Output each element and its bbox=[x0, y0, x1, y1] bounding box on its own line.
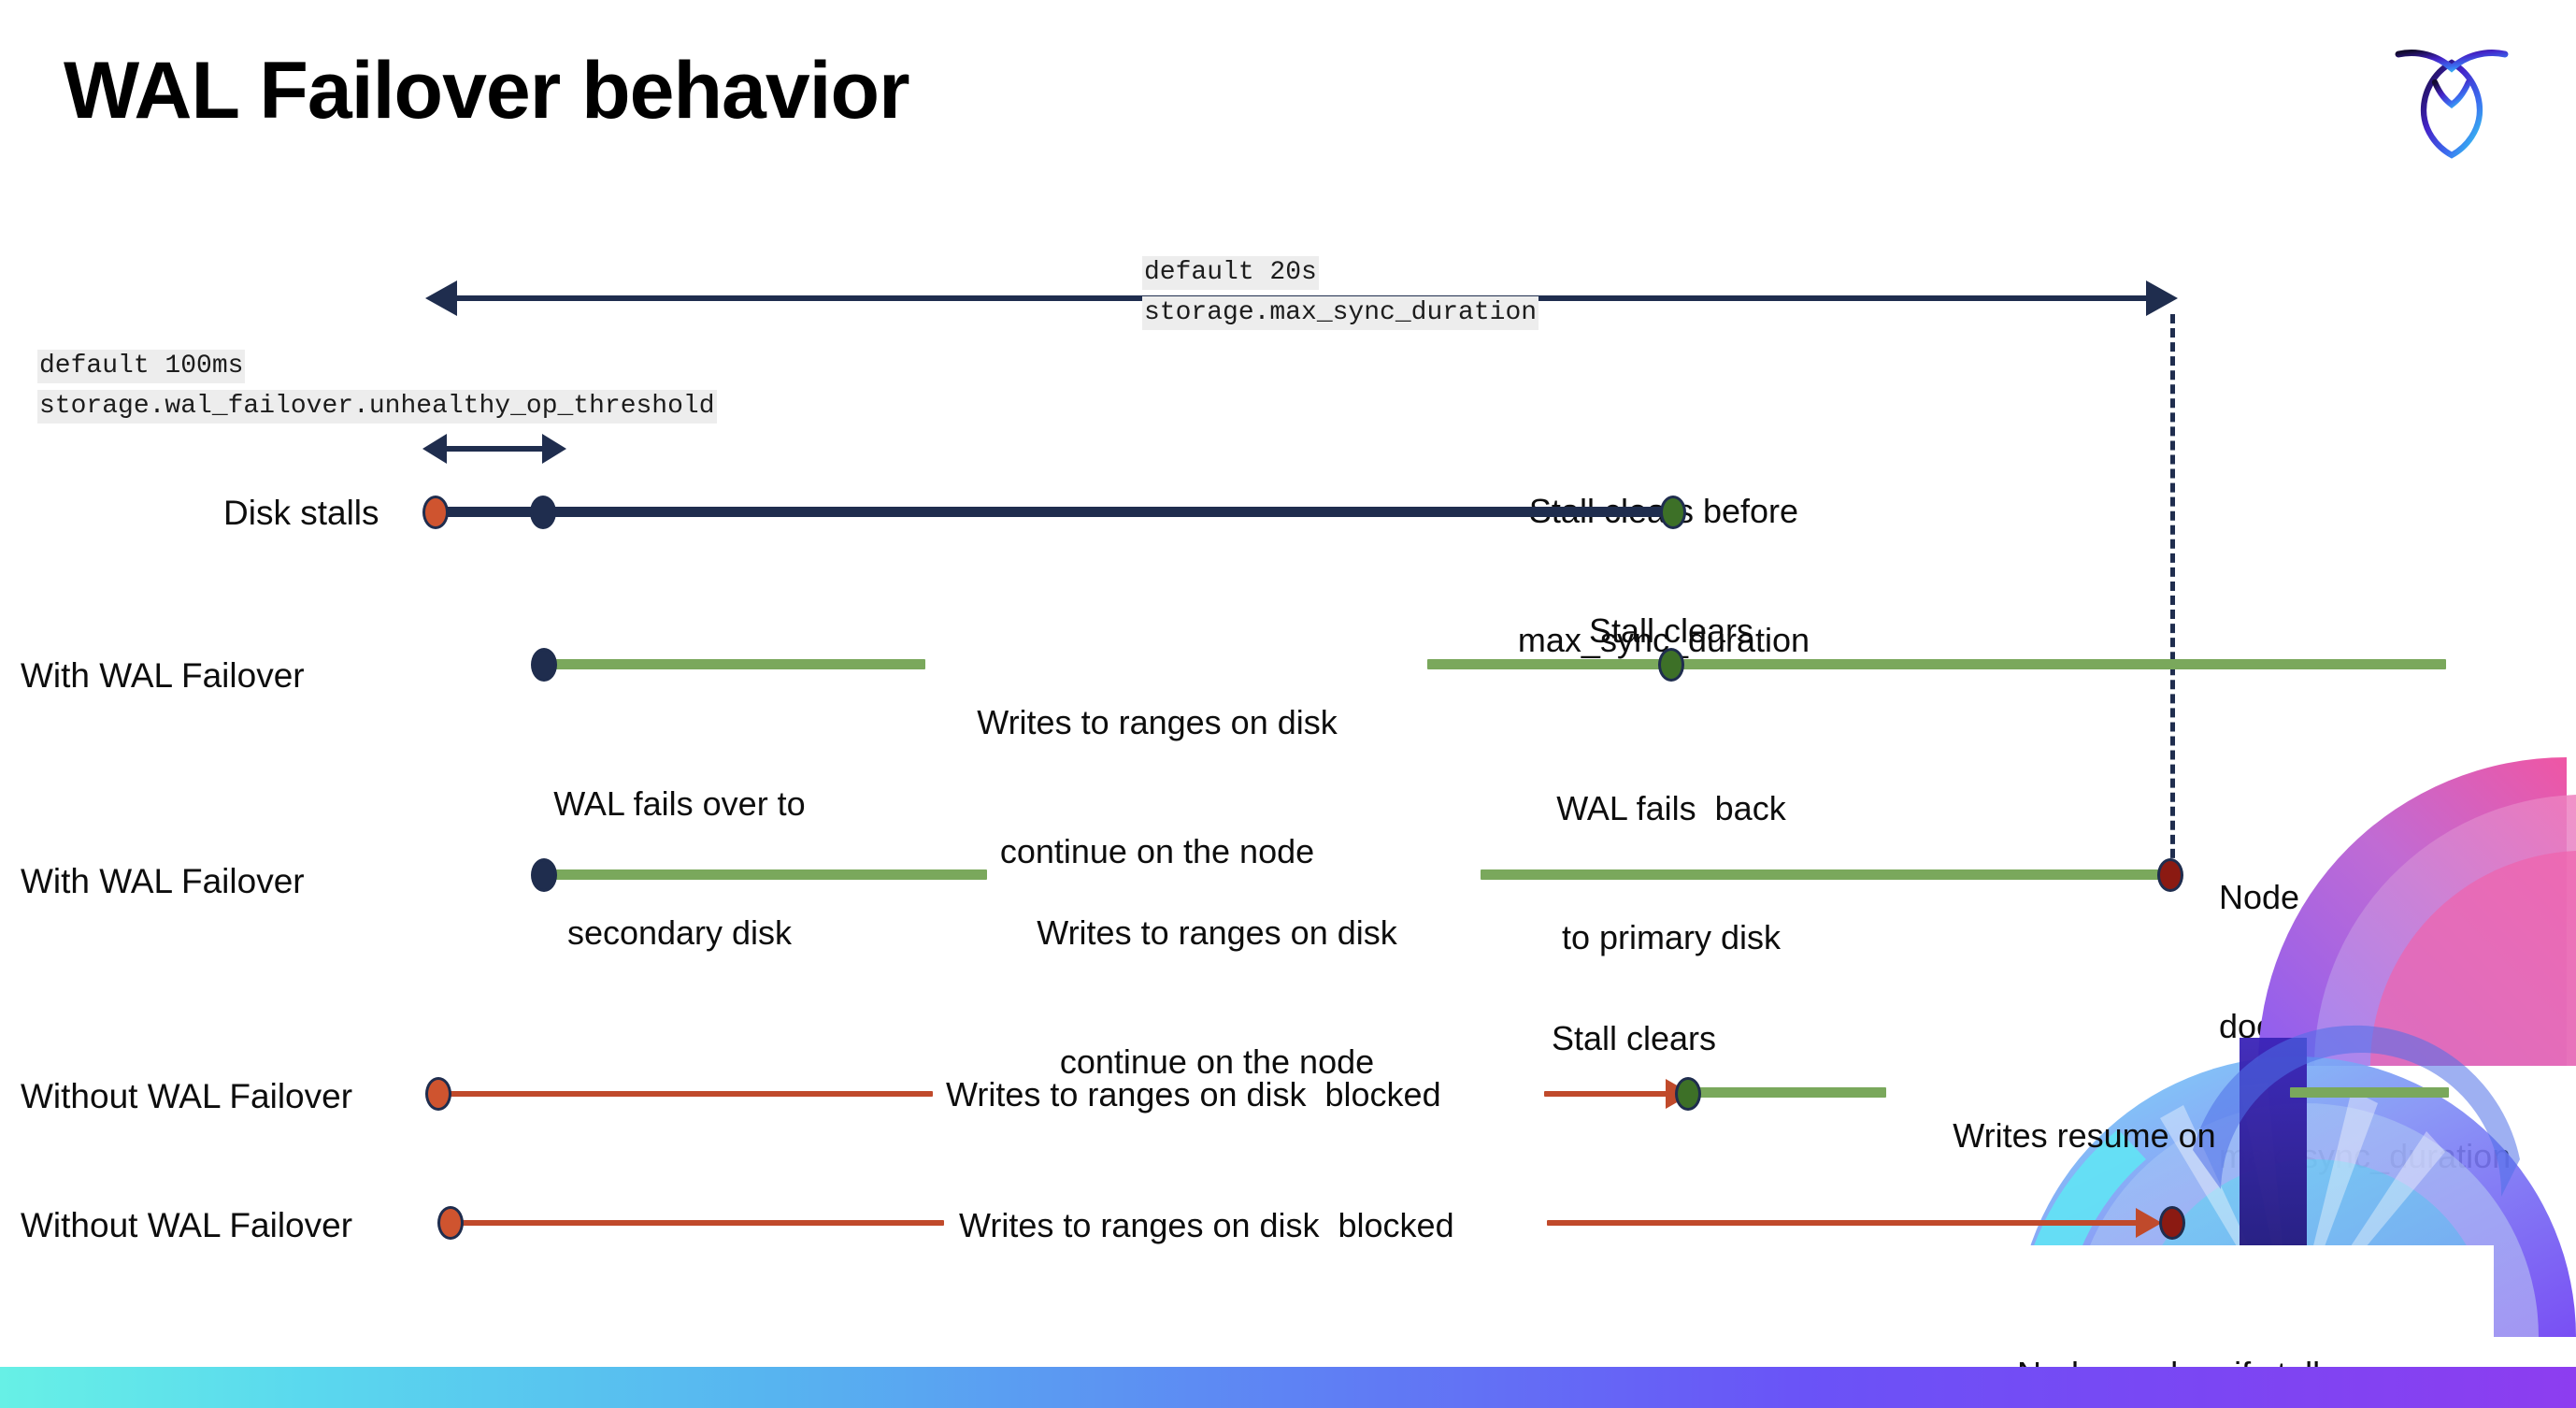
note-writes-continue-2: Writes to ranges on disk continue on the… bbox=[1002, 826, 1432, 1171]
unhealthy-op-default-chip: default 100ms bbox=[37, 350, 246, 384]
note-wal-fails-over-line1: WAL fails over to bbox=[553, 784, 806, 824]
note-writes-continue-1-line1: Writes to ranges on disk bbox=[977, 703, 1338, 742]
disk-stalls-timeline bbox=[439, 507, 1673, 517]
without-wal-2-start-dot bbox=[437, 1206, 464, 1240]
max-sync-arrow-right-head bbox=[2146, 280, 2178, 316]
without-wal-1-resume-segment-a bbox=[1694, 1087, 1886, 1098]
without-wal-1-start-dot bbox=[425, 1077, 451, 1111]
with-wal-1-segment-b bbox=[1427, 659, 2446, 669]
note-node-crashes-2: Node crashes if stall does not clear in … bbox=[2219, 790, 2576, 1264]
note-writes-blocked-2: Writes to ranges on disk blocked bbox=[959, 1206, 1454, 1244]
note-wal-fails-back-line1: WAL fails back bbox=[1556, 789, 1786, 828]
with-wal-2-segment-a bbox=[548, 869, 987, 880]
note-writes-resume-line1: Writes resume on bbox=[1953, 1116, 2216, 1156]
note-writes-continue-1-line2: continue on the node bbox=[999, 832, 1315, 871]
row-label-with-wal-failover-1: With WAL Failover bbox=[21, 656, 305, 695]
note-wal-fails-back-line2: to primary disk bbox=[1561, 918, 1782, 957]
note-stall-clears-2: Stall clears bbox=[1551, 1019, 1717, 1057]
note-writes-blocked-1: Writes to ranges on disk blocked bbox=[946, 1075, 1441, 1113]
note-wal-fails-back: WAL fails back to primary disk bbox=[1498, 701, 1844, 1046]
unhealthy-op-arrow-right-head bbox=[542, 434, 566, 464]
with-wal-1-segment-a bbox=[548, 659, 925, 669]
note-node-crashes-2-line2: does not clear in bbox=[2219, 1007, 2467, 1046]
note-stall-clears-1: Stall clears bbox=[1588, 611, 1754, 650]
page-title: WAL Failover behavior bbox=[64, 46, 910, 136]
with-wal-2-failover-dot bbox=[531, 858, 557, 892]
disk-stalls-clear-dot bbox=[1660, 496, 1686, 529]
unhealthy-op-arrow-line bbox=[445, 446, 557, 452]
note-stall-clears-before: Stall clears before max_sync_duration bbox=[1467, 404, 1860, 749]
without-wal-1-clear-dot bbox=[1675, 1077, 1701, 1111]
without-wal-2-blocked-segment-b bbox=[1547, 1220, 2154, 1226]
disk-stalls-start-dot bbox=[422, 496, 449, 529]
without-wal-2-arrowhead bbox=[2136, 1208, 2162, 1238]
with-wal-2-segment-b bbox=[1481, 869, 2172, 880]
with-wal-2-crash-dot bbox=[2157, 858, 2183, 892]
without-wal-2-crash-dot bbox=[2159, 1206, 2185, 1240]
row-label-with-wal-failover-2: With WAL Failover bbox=[21, 862, 305, 900]
without-wal-1-blocked-segment-a bbox=[447, 1091, 933, 1097]
cockroachdb-logo-icon bbox=[2382, 26, 2522, 166]
note-writes-continue-2-line2: continue on the node bbox=[1059, 1042, 1375, 1082]
unhealthy-op-setting-chip: storage.wal_failover.unhealthy_op_thresh… bbox=[37, 390, 717, 424]
unhealthy-op-arrow-left-head bbox=[422, 434, 447, 464]
note-wal-fails-over-line2: secondary disk bbox=[566, 913, 793, 953]
note-writes-continue-1: Writes to ranges on disk continue on the… bbox=[942, 615, 1372, 960]
note-wal-fails-over: WAL fails over to secondary disk bbox=[479, 697, 880, 1042]
note-writes-continue-2-line1: Writes to ranges on disk bbox=[1037, 913, 1397, 953]
max-sync-dashed-guideline bbox=[2170, 314, 2175, 886]
note-node-crashes-2-line3: max_sync_duration bbox=[2219, 1136, 2512, 1175]
row-label-without-wal-failover-2: Without WAL Failover bbox=[21, 1206, 353, 1244]
without-wal-1-blocked-segment-b bbox=[1544, 1091, 1684, 1097]
max-sync-arrow-left-head bbox=[425, 280, 457, 316]
with-wal-1-stall-clear-dot bbox=[1658, 648, 1684, 682]
row-label-disk-stalls: Disk stalls bbox=[223, 494, 379, 532]
max-sync-default-chip: default 20s bbox=[1142, 256, 1319, 291]
bottom-gradient-bar bbox=[0, 1367, 2576, 1408]
without-wal-1-resume-segment-b bbox=[2290, 1087, 2449, 1098]
without-wal-2-blocked-segment-a bbox=[458, 1220, 944, 1226]
row-label-without-wal-failover-1: Without WAL Failover bbox=[21, 1077, 353, 1115]
max-sync-setting-chip: storage.max_sync_duration bbox=[1142, 296, 1539, 331]
disk-stalls-threshold-dot bbox=[530, 496, 556, 529]
note-node-crashes-2-line1: Node crashes if stall bbox=[2219, 878, 2523, 917]
with-wal-1-failover-dot bbox=[531, 648, 557, 682]
